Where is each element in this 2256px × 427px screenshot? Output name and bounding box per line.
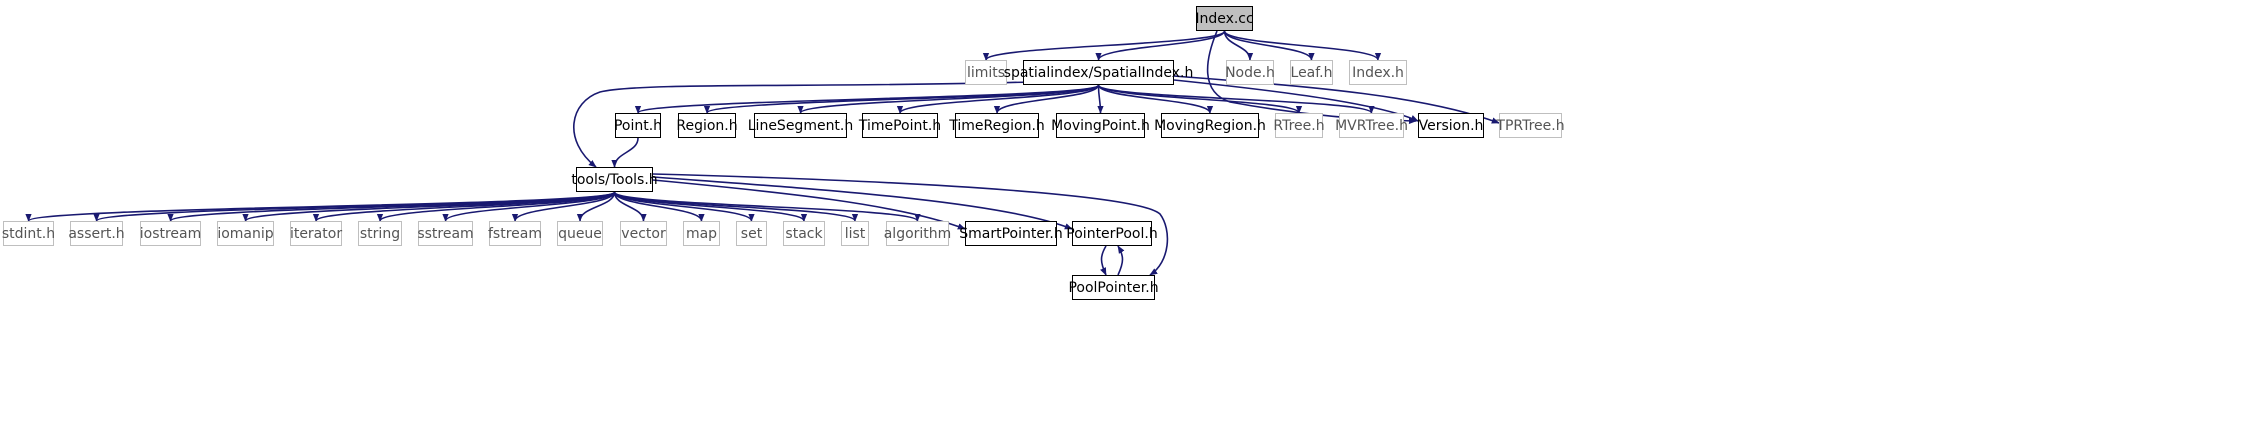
node-spatialindex[interactable]: spatialindex/SpatialIndex.h (1004, 60, 1193, 85)
node-rtree-h: RTree.h (1273, 113, 1325, 138)
node-stdint-h: stdint.h (2, 221, 55, 246)
node-limits: limits (965, 60, 1007, 85)
edge-index-cc-to-spatialindex (1095, 30, 1226, 61)
node-iterator: iterator (290, 221, 342, 246)
node-timepoint-h[interactable]: TimePoint.h (859, 113, 941, 138)
edge-pointerpool-h-to-poolpointer-h (1100, 245, 1107, 276)
node-iomanip: iomanip (217, 221, 274, 246)
edge-tools-h-to-algorithm (613, 191, 921, 222)
node-algorithm: algorithm (884, 221, 951, 246)
node-version-h[interactable]: Version.h (1418, 113, 1484, 138)
node-vector: vector (620, 221, 667, 246)
edge-tools-h-to-string (376, 191, 616, 222)
node-node-h: Node.h (1225, 60, 1275, 85)
node-set: set (736, 221, 767, 246)
node-list: list (841, 221, 869, 246)
edge-tools-h-to-pointerpool-h (652, 176, 1073, 230)
edge-spatialindex-to-timepoint-h (896, 84, 1100, 114)
node-mvrtree-h: MVRTree.h (1335, 113, 1408, 138)
edge-tools-h-to-sstream (442, 191, 616, 222)
node-index-h: Index.h (1349, 60, 1407, 85)
node-tprtree-h: TPRTree.h (1496, 113, 1565, 138)
node-map: map (683, 221, 720, 246)
edge-index-cc-to-limits (982, 30, 1226, 61)
node-movingregion-h[interactable]: MovingRegion.h (1154, 113, 1266, 138)
node-sstream: sstream (417, 221, 474, 246)
edge-spatialindex-to-tools-h (572, 81, 1031, 168)
node-queue: queue (557, 221, 603, 246)
edge-tools-h-to-queue (576, 191, 616, 222)
edge-index-cc-to-index-h (1223, 30, 1382, 61)
edge-layer (25, 30, 1500, 276)
node-iostream: iostream (140, 221, 201, 246)
node-movingpoint-h[interactable]: MovingPoint.h (1051, 113, 1150, 138)
node-string: string (358, 221, 402, 246)
node-timeregion-h[interactable]: TimeRegion.h (949, 113, 1045, 138)
edge-spatialindex-to-movingregion-h (1097, 84, 1214, 114)
node-index-cc[interactable]: Index.cc (1195, 6, 1254, 31)
edge-index-cc-to-leaf-h (1223, 30, 1315, 61)
node-leaf-h: Leaf.h (1290, 60, 1333, 85)
node-fstream: fstream (488, 221, 542, 246)
node-tools-h[interactable]: tools/Tools.h (571, 167, 658, 192)
node-poolpointer-h[interactable]: PoolPointer.h (1068, 275, 1159, 300)
node-linesegment-h[interactable]: LineSegment.h (748, 113, 853, 138)
edge-spatialindex-to-movingpoint-h (1097, 84, 1104, 114)
node-pointerpool-h[interactable]: PointerPool.h (1066, 221, 1158, 246)
edge-spatialindex-to-linesegment-h (797, 84, 1100, 114)
edge-point-h-to-tools-h (611, 137, 639, 168)
node-smartpointer-h[interactable]: SmartPointer.h (959, 221, 1063, 246)
edge-poolpointer-h-to-pointerpool-h (1117, 245, 1125, 276)
node-point-h[interactable]: Point.h (614, 113, 662, 138)
edge-spatialindex-to-timeregion-h (993, 84, 1100, 114)
edge-spatialindex-to-tprtree-h (1173, 75, 1500, 124)
edge-tools-h-to-poolpointer-h (652, 173, 1169, 276)
node-stack: stack (783, 221, 825, 246)
node-region-h[interactable]: Region.h (676, 113, 738, 138)
edge-spatialindex-to-mvrtree-h (1097, 84, 1375, 114)
edge-tools-h-to-smartpointer-h (652, 179, 966, 230)
node-assert-h: assert.h (68, 221, 125, 246)
edge-tools-h-to-fstream (511, 191, 616, 222)
